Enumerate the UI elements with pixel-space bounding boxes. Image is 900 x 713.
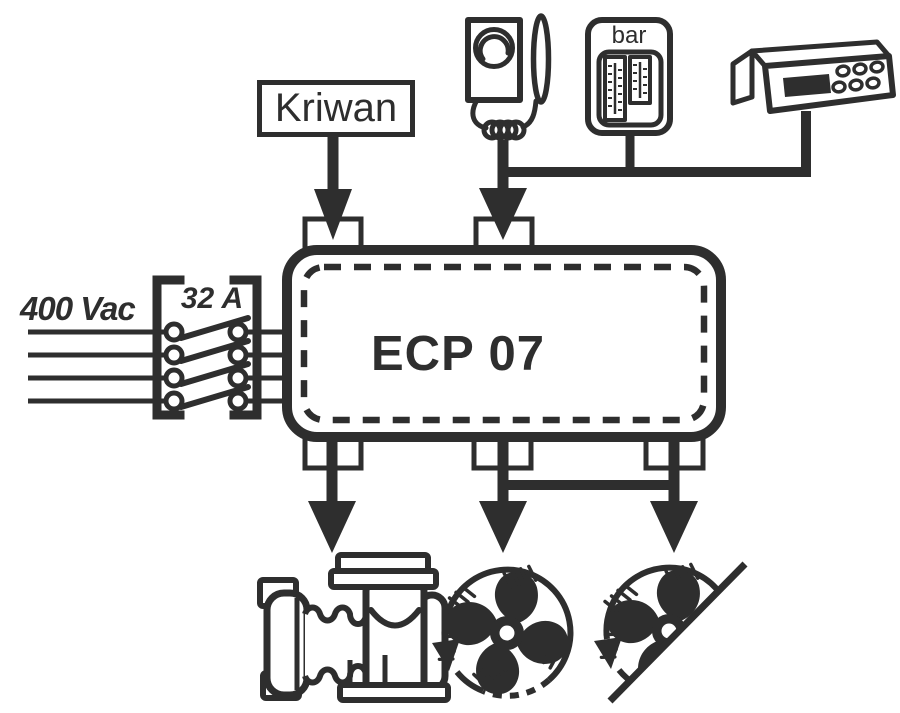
output-arrows — [308, 441, 698, 553]
tilted-fan-icon — [594, 561, 748, 704]
remote-display-icon — [730, 39, 896, 114]
fan-icon — [432, 564, 573, 699]
supply-voltage-label: 400 Vac — [20, 290, 136, 327]
ecp-controller-box — [282, 245, 726, 442]
kriwan-module-box: Kriwan — [257, 80, 415, 137]
disconnect-switch-icon — [152, 275, 262, 420]
breaker-rating-label: 32 A — [180, 282, 244, 315]
input-arrows — [314, 137, 527, 240]
controller-model-label: ECP 07 — [371, 327, 545, 381]
thermostat-icon — [465, 13, 552, 141]
pressure-unit-label: bar — [611, 22, 647, 49]
compressor-icon — [257, 552, 451, 703]
kriwan-module-label: Kriwan — [274, 86, 398, 130]
inclined-panel-line — [607, 561, 748, 704]
sensor-bus-wiring — [503, 111, 811, 177]
